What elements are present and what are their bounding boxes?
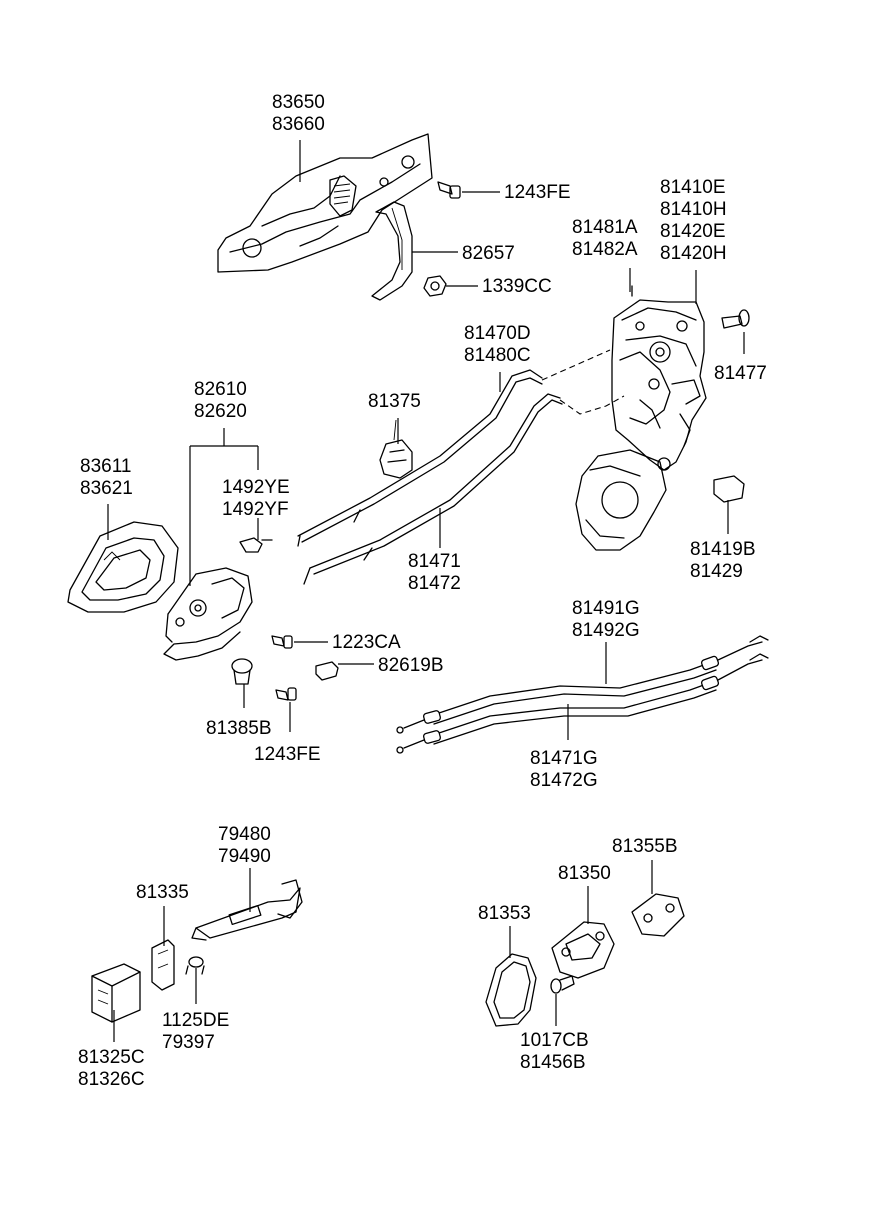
cap-82619b-part [315,661,339,681]
inside-handle-part [163,567,253,661]
label-81375: 81375 [368,391,421,412]
label-81385b: 81385B [206,718,272,739]
inside-handle-bezel-part [67,521,179,613]
cover-81325c-part [91,963,141,1023]
leader-lines [107,140,745,1042]
door-latch-assembly-part [575,285,707,551]
label-81355b: 81355B [612,836,678,857]
screw-81477-part [721,309,750,329]
label-81350: 81350 [558,863,611,884]
label-81477: 81477 [714,363,767,384]
inside-handle-bracket-part [217,133,433,273]
label-1339cc: 1339CC [482,276,552,297]
label-82657: 82657 [462,243,515,264]
label-81353: 81353 [478,903,531,924]
label-1243fe-top: 1243FE [504,182,571,203]
screw-1243fe-top-part [437,181,461,199]
door-cables-part [396,635,769,754]
screw-1243fe-bottom-part [275,687,297,701]
door-checker-part [191,879,303,941]
screw-1125de-part [185,956,205,975]
nut-1339cc-part [423,275,447,297]
seal-81353-part [485,953,537,1027]
shim-81355b-part [631,893,685,937]
label-1223ca: 1223CA [332,632,401,653]
screw-1223ca-part [271,635,293,649]
screw-1017cb-part [550,975,575,994]
clip-1492ye-part [239,537,273,553]
rod-clip-81375-part [379,419,413,479]
cap-81419b-part [713,475,745,503]
label-82619b: 82619B [378,655,444,676]
door-lock-rods-part [297,349,625,585]
label-1243fe-bottom: 1243FE [254,744,321,765]
clip-82657-part [371,201,413,301]
label-81335: 81335 [136,882,189,903]
bracket-81335-part [151,939,175,991]
bushing-81385b-part [231,658,253,685]
striker-81350-part [551,921,615,979]
